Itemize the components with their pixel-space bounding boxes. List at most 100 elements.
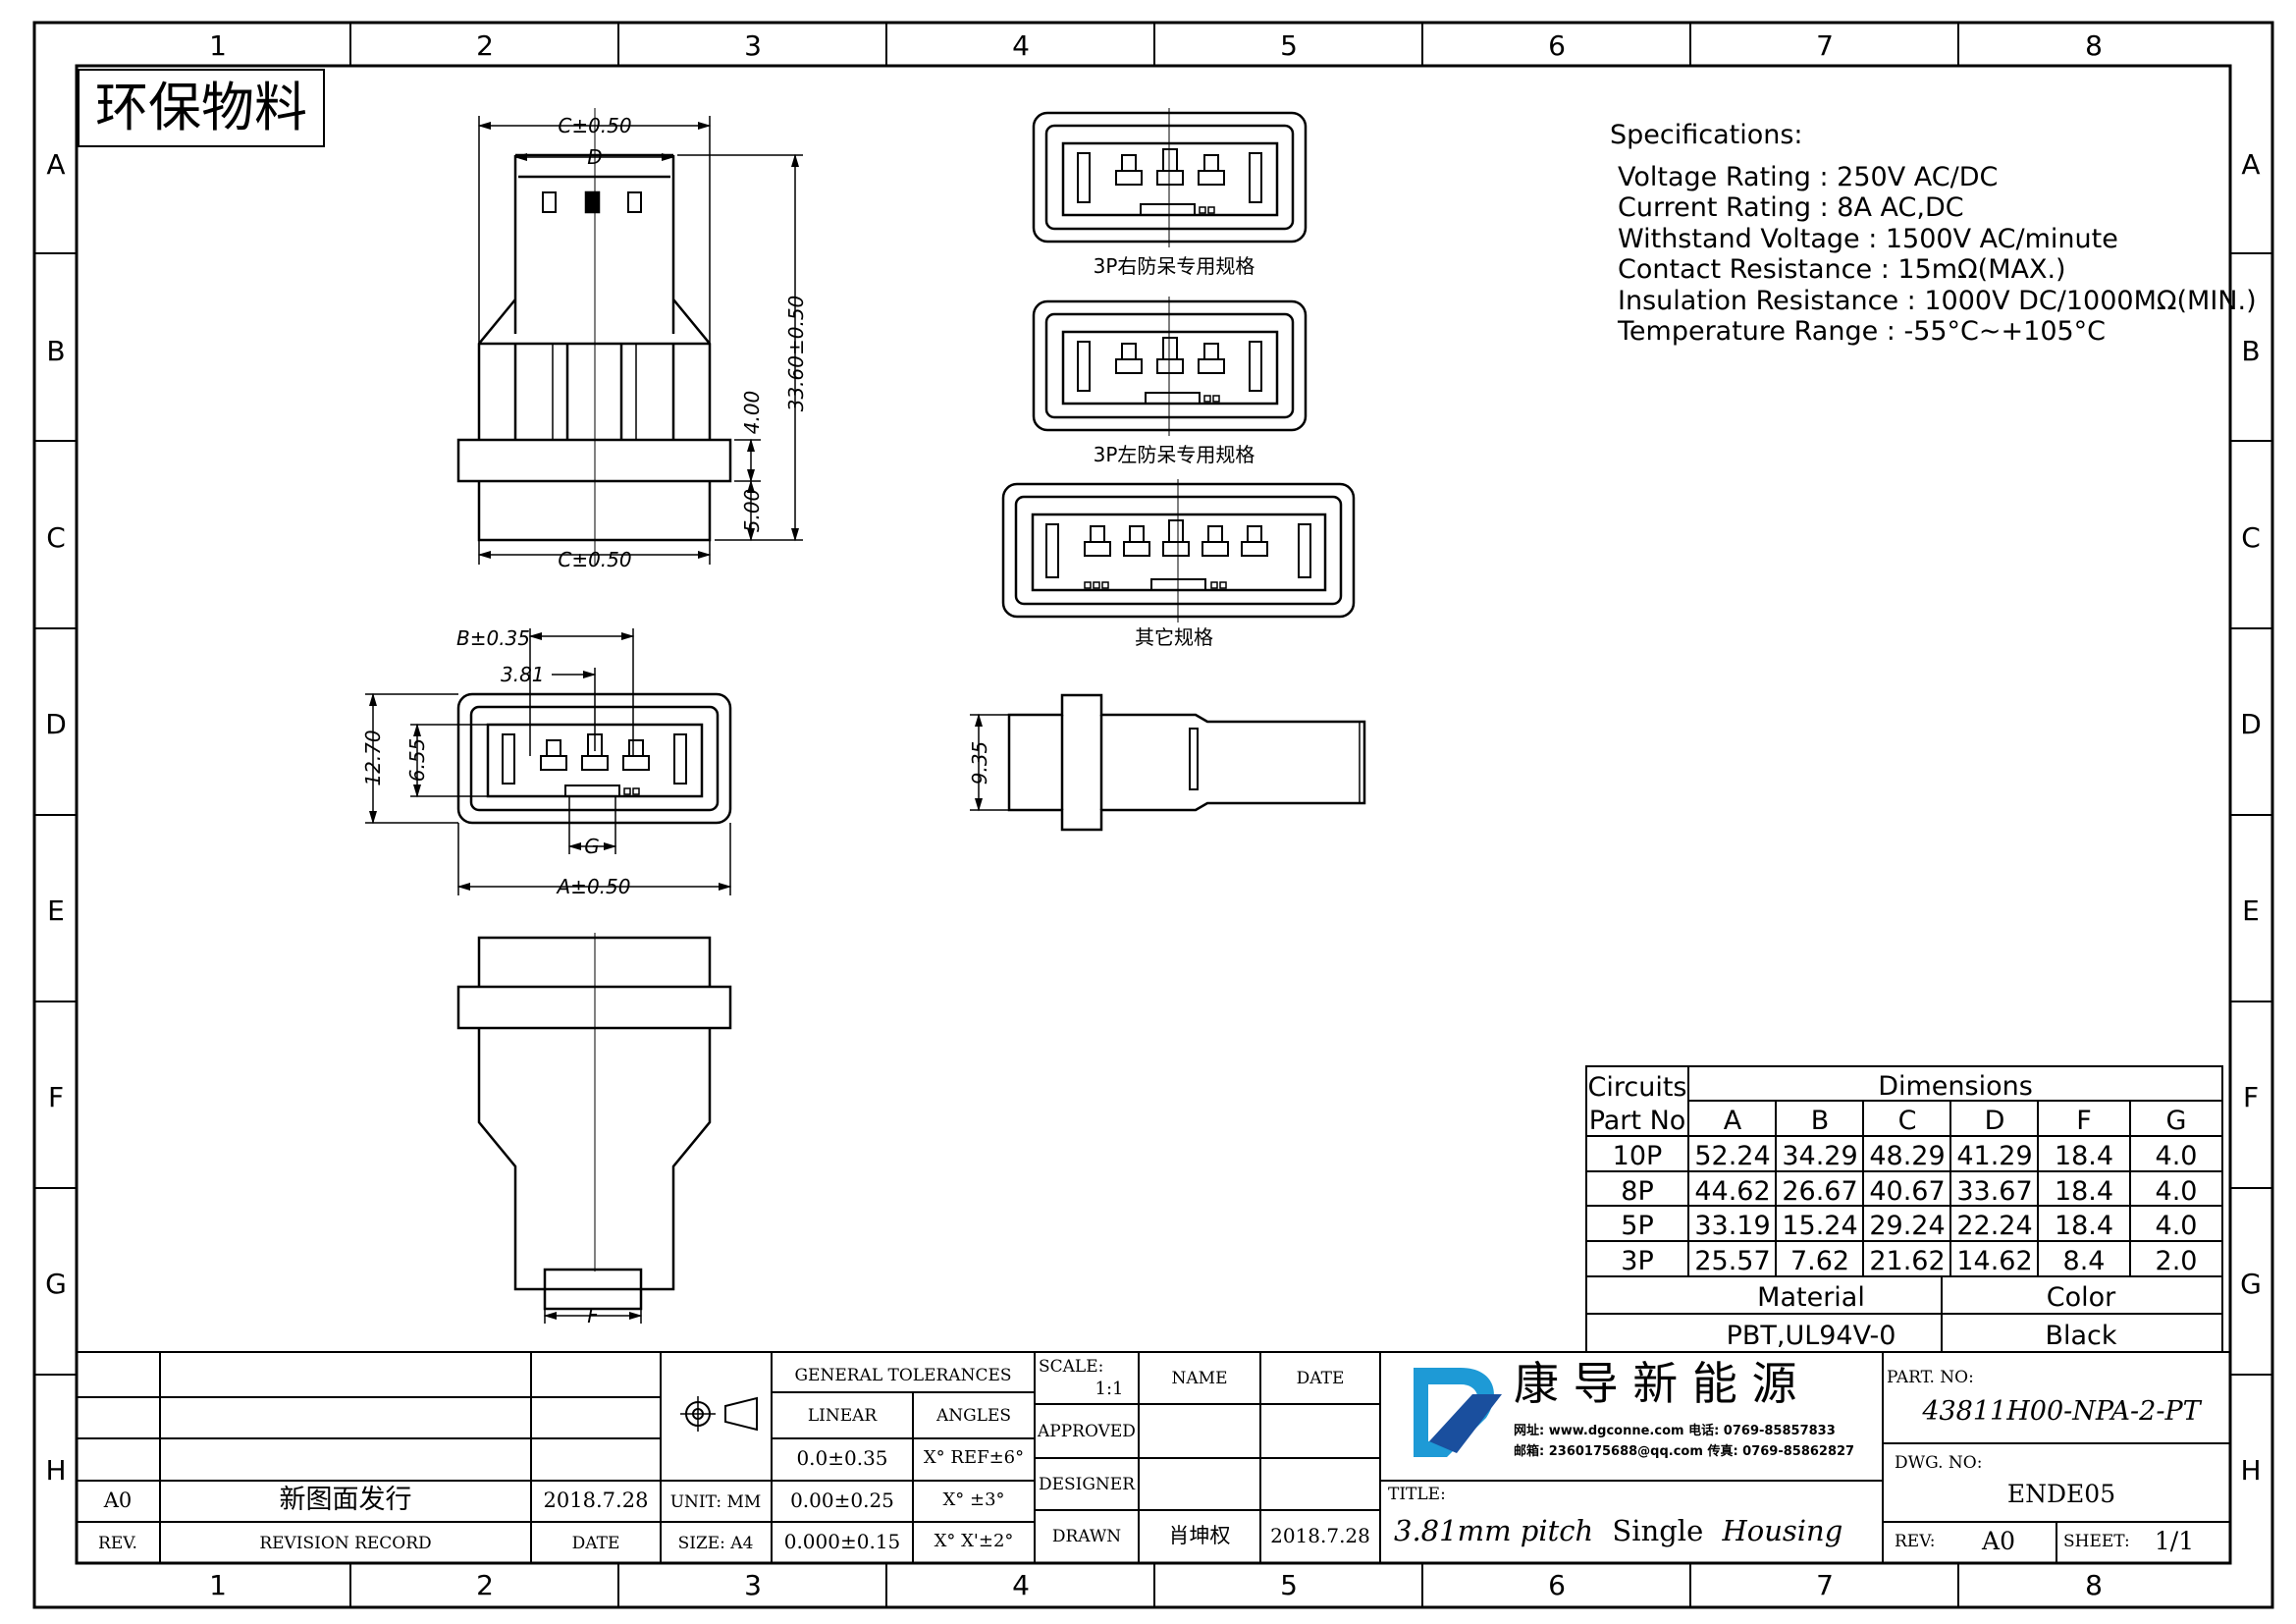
table-cell: 33.19 — [1694, 1211, 1770, 1241]
dwgno-label: DWG. NO: — [1895, 1453, 1982, 1473]
scale-label: SCALE: — [1039, 1357, 1103, 1377]
table-col-header: C — [1898, 1106, 1917, 1136]
spec-line: Insulation Resistance : 1000V DC/1000MΩ(… — [1618, 286, 2257, 316]
col-label-top: 2 — [476, 29, 494, 62]
dim-a: A±0.50 — [556, 875, 631, 898]
dim-h-mid: 4.00 — [740, 391, 764, 435]
rev-date: 2018.7.28 — [544, 1489, 649, 1512]
dimensions-front — [477, 116, 803, 565]
projection-symbol-icon — [680, 1396, 758, 1432]
table-cell: 40.67 — [1869, 1176, 1945, 1207]
table-cell: 14.62 — [1956, 1246, 2032, 1276]
rev-value: A0 — [103, 1489, 133, 1512]
dim-b: B±0.35 — [456, 626, 530, 650]
table-cell: 34.29 — [1782, 1141, 1857, 1171]
row-label-right: A — [2241, 148, 2260, 181]
spec-line: Current Rating : 8A AC,DC — [1618, 192, 1964, 223]
dim-h-total: 33.60±0.50 — [784, 296, 808, 412]
table-circuits-label: Circuits — [1588, 1072, 1687, 1103]
row-label-right: D — [2240, 708, 2262, 740]
title-block: A0 新图面发行 2018.7.28 REV. REVISION RECORD … — [77, 1351, 2230, 1563]
dim-f: F — [587, 1304, 599, 1327]
border-labels: 1 2 3 4 5 6 7 8 1 2 3 4 5 6 7 8 A B C D … — [45, 29, 2262, 1601]
eco-stamp: 环保物料 — [78, 69, 325, 147]
size: SIZE: A4 — [678, 1534, 754, 1553]
row-label-right: C — [2241, 521, 2261, 554]
rev-date-header: DATE — [572, 1534, 620, 1553]
table-cell: 52.24 — [1694, 1141, 1770, 1171]
angle-tol: X° REF±6° — [924, 1447, 1024, 1468]
drawing-title-b: Single — [1612, 1514, 1703, 1547]
drawing-title: 3.81mm pitch Single Housing — [1394, 1514, 1842, 1547]
designer-label: DESIGNER — [1039, 1475, 1136, 1494]
variant-other — [1001, 479, 1356, 623]
linear-tol: 0.00±0.25 — [790, 1489, 894, 1512]
angles-label: ANGLES — [935, 1406, 1011, 1426]
view-side — [1007, 693, 1366, 832]
table-col-header: A — [1724, 1106, 1742, 1136]
table-cell: 29.24 — [1869, 1211, 1945, 1241]
company-contact: 网址: www.dgconne.com 电话: 0769-85857833 — [1514, 1423, 1836, 1438]
row-label-left: D — [45, 708, 67, 740]
row-label-right: F — [2243, 1081, 2259, 1113]
table-partno-label: Part No — [1589, 1106, 1686, 1136]
linear-tol: 0.0±0.35 — [796, 1446, 887, 1470]
col-label-bottom: 4 — [1012, 1569, 1030, 1601]
dim-d: D — [587, 145, 602, 169]
spec-line: Contact Resistance : 15mΩ(MAX.) — [1618, 254, 2066, 285]
table-cell: 18.4 — [2055, 1176, 2113, 1207]
scale-value: 1:1 — [1095, 1379, 1124, 1399]
spec-line: Withstand Voltage : 1500V AC/minute — [1618, 224, 2118, 254]
table-cell: 22.24 — [1956, 1211, 2032, 1241]
row-label-right: E — [2242, 894, 2260, 927]
table-dimensions-label: Dimensions — [1878, 1071, 2033, 1102]
col-label-bottom: 6 — [1548, 1569, 1566, 1601]
rev-block-value: A0 — [1981, 1527, 2015, 1555]
table-col-header: G — [2166, 1106, 2187, 1136]
drawn-date: 2018.7.28 — [1270, 1524, 1370, 1547]
date-label: DATE — [1297, 1369, 1345, 1388]
dwgno: ENDE05 — [2007, 1480, 2115, 1508]
table-cell: 18.4 — [2055, 1211, 2113, 1241]
dim-g: G — [584, 835, 600, 858]
row-label-left: G — [45, 1268, 67, 1300]
dim-h-outer: 12.70 — [361, 730, 385, 785]
table-part: 3P — [1621, 1246, 1653, 1276]
rev-record: 新图面发行 — [280, 1485, 412, 1515]
rev-record-header: REVISION RECORD — [259, 1534, 431, 1553]
col-label-bottom: 7 — [1816, 1569, 1834, 1601]
table-col-header: B — [1811, 1106, 1830, 1136]
approved-label: APPROVED — [1037, 1422, 1136, 1441]
col-label-bottom: 3 — [744, 1569, 762, 1601]
company-logo — [1414, 1368, 1502, 1457]
dimension-labels-front: C±0.50 D C±0.50 33.60±0.50 4.00 5.00 — [558, 114, 808, 571]
col-label-top: 1 — [209, 29, 227, 62]
company-name: 康 导 新 能 源 — [1514, 1357, 1797, 1410]
table-part: 10P — [1613, 1141, 1663, 1171]
tol-header: GENERAL TOLERANCES — [794, 1366, 1011, 1385]
rev-label: REV: — [1895, 1532, 1936, 1551]
table-col-header: F — [2076, 1106, 2092, 1136]
row-label-left: E — [47, 894, 65, 927]
caption-left-keyed: 3P左防呆专用规格 — [1094, 443, 1255, 466]
specifications: Specifications: Voltage Rating : 250V AC… — [1610, 120, 2257, 347]
company-contact: 邮箱: 2360175688@qq.com 传真: 0769-85862827 — [1514, 1443, 1854, 1459]
col-label-top: 4 — [1012, 29, 1030, 62]
row-label-left: A — [46, 148, 65, 181]
view-housing-front — [456, 108, 732, 565]
row-label-left: F — [48, 1081, 64, 1113]
spec-line: Voltage Rating : 250V AC/DC — [1618, 162, 1998, 192]
table-cell: 2.0 — [2156, 1246, 2198, 1276]
variant-3p-left-keyed — [1032, 297, 1308, 436]
row-label-right: B — [2241, 335, 2260, 367]
table-cell: 26.67 — [1782, 1176, 1857, 1207]
table-cell: 4.0 — [2156, 1211, 2198, 1241]
col-label-top: 5 — [1280, 29, 1298, 62]
title-label: TITLE: — [1388, 1485, 1446, 1504]
caption-other: 其它规格 — [1135, 625, 1213, 649]
dimension-labels-mating: B±0.35 3.81 12.70 6.55 G A±0.50 — [361, 626, 630, 898]
dimensions-mating — [365, 628, 732, 895]
table-cell: 41.29 — [1956, 1141, 2032, 1171]
col-label-bottom: 2 — [476, 1569, 494, 1601]
